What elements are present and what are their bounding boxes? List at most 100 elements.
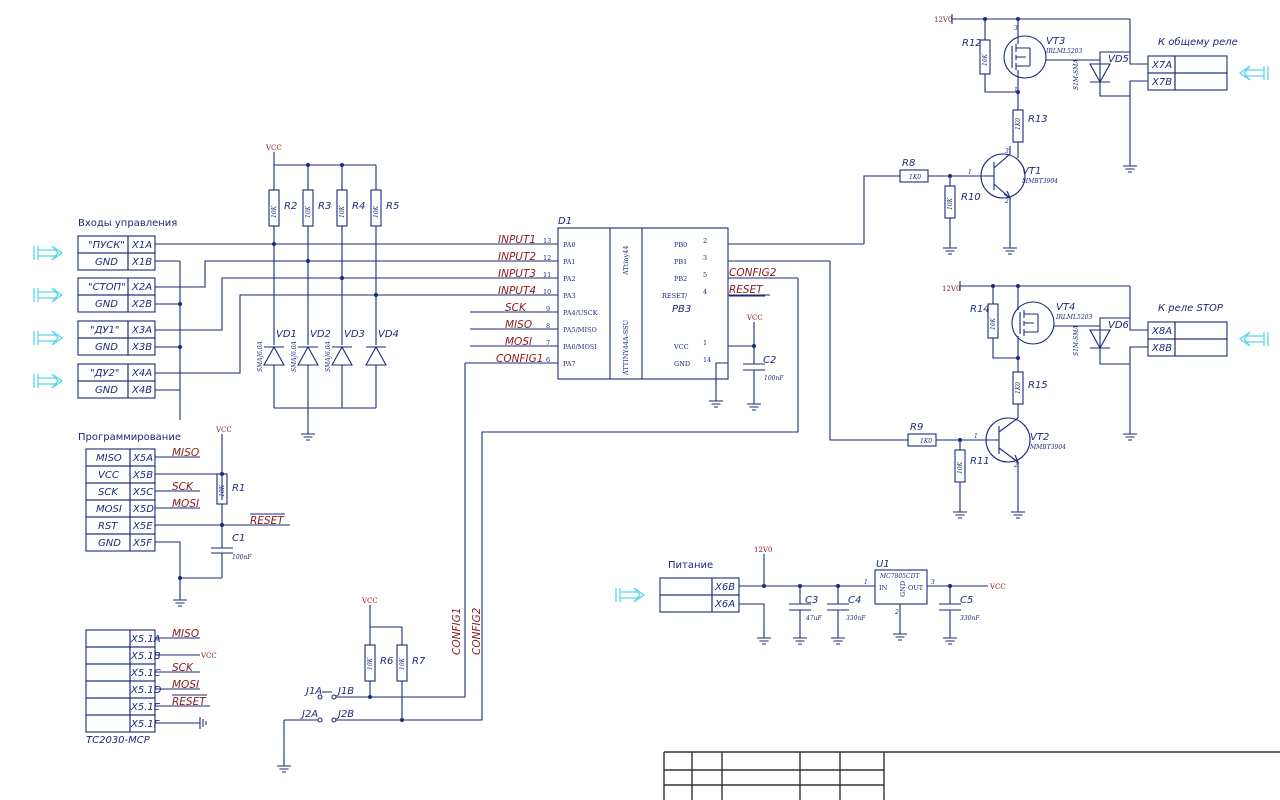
svg-text:J1B: J1B xyxy=(336,686,354,697)
svg-text:PA1: PA1 xyxy=(563,258,576,266)
svg-text:12: 12 xyxy=(543,254,551,262)
svg-text:PB1: PB1 xyxy=(674,258,687,266)
svg-text:1K0: 1K0 xyxy=(909,174,921,181)
svg-text:GND: GND xyxy=(899,581,907,597)
svg-text:PB3: PB3 xyxy=(672,304,691,315)
title-block xyxy=(663,751,1280,800)
svg-text:GND: GND xyxy=(95,299,118,310)
svg-text:1: 1 xyxy=(864,579,868,586)
svg-text:"ПУСК": "ПУСК" xyxy=(88,240,125,251)
svg-text:GND: GND xyxy=(98,538,121,549)
svg-text:3: 3 xyxy=(1005,148,1009,155)
svg-text:X8A: X8A xyxy=(1151,326,1172,337)
svg-text:1: 1 xyxy=(974,433,978,440)
svg-text:2: 2 xyxy=(1013,462,1018,469)
svg-text:7: 7 xyxy=(546,339,550,347)
svg-text:MISO: MISO xyxy=(172,447,199,459)
config-jumpers: CONFIG1 CONFIG2 VCC 10K 10K R6 R7 J1A J1… xyxy=(276,278,799,773)
programming-header: Программирование xyxy=(78,432,181,443)
svg-text:VCC: VCC xyxy=(746,314,763,322)
svg-text:2: 2 xyxy=(894,609,899,616)
svg-text:10: 10 xyxy=(543,288,551,296)
svg-text:VD1: VD1 xyxy=(276,329,297,340)
svg-text:MOSI: MOSI xyxy=(505,336,532,348)
svg-text:X4A: X4A xyxy=(131,368,152,379)
svg-text:INPUT1: INPUT1 xyxy=(498,234,536,246)
svg-text:X5E: X5E xyxy=(132,521,153,532)
svg-text:VD3: VD3 xyxy=(344,329,365,340)
svg-text:SCK: SCK xyxy=(505,302,527,314)
svg-text:X5.1B: X5.1B xyxy=(130,651,161,662)
svg-text:X5A: X5A xyxy=(132,453,153,464)
svg-text:VD5: VD5 xyxy=(1108,54,1129,65)
svg-text:OUT: OUT xyxy=(908,584,924,592)
svg-text:2: 2 xyxy=(1004,198,1009,205)
svg-text:PA4/USCK: PA4/USCK xyxy=(563,309,598,317)
svg-text:MOSI: MOSI xyxy=(96,504,122,515)
svg-text:R14: R14 xyxy=(970,304,990,315)
svg-text:2: 2 xyxy=(703,237,707,245)
svg-text:R12: R12 xyxy=(962,38,982,49)
svg-text:1: 1 xyxy=(968,169,972,176)
svg-text:1: 1 xyxy=(703,339,707,347)
svg-text:R10: R10 xyxy=(961,192,981,203)
svg-text:3: 3 xyxy=(1014,25,1018,32)
pullup-resistor-bank: VCC 10K 10K 10K 10K R2 R3 R4 R5 VD1 VD2 … xyxy=(257,144,399,441)
svg-text:TC2030-MCP: TC2030-MCP xyxy=(86,735,151,746)
svg-text:INPUT2: INPUT2 xyxy=(498,251,536,263)
svg-text:1: 1 xyxy=(1014,87,1018,94)
svg-text:VCC: VCC xyxy=(989,583,1006,591)
svg-text:J2A: J2A xyxy=(300,709,318,720)
svg-text:IRLML5203: IRLML5203 xyxy=(1045,48,1082,55)
svg-text:VT4: VT4 xyxy=(1056,302,1075,313)
svg-text:9: 9 xyxy=(546,305,550,313)
svg-text:47uF: 47uF xyxy=(805,615,822,622)
svg-text:X5F: X5F xyxy=(132,538,152,549)
r4-label: R4 xyxy=(352,201,365,212)
svg-text:C5: C5 xyxy=(960,595,973,606)
svg-text:PA6/MOSI: PA6/MOSI xyxy=(563,343,597,351)
svg-text:C3: C3 xyxy=(805,595,818,606)
svg-text:5: 5 xyxy=(703,271,707,279)
svg-text:CONFIG2: CONFIG2 xyxy=(471,607,483,655)
svg-text:RESET: RESET xyxy=(250,515,285,527)
mcu-d1: D1 ATtiny44 ATTINY44A-SSU PA0 PA1 PA2 PA… xyxy=(465,216,864,411)
svg-text:SMAJ6.0A: SMAJ6.0A xyxy=(325,340,332,372)
svg-text:100nF: 100nF xyxy=(232,554,252,561)
svg-text:INPUT3: INPUT3 xyxy=(498,268,536,280)
svg-text:MISO: MISO xyxy=(96,453,122,464)
svg-text:IRLML5203: IRLML5203 xyxy=(1055,314,1092,321)
svg-text:RESET/: RESET/ xyxy=(662,292,688,300)
svg-text:GND: GND xyxy=(95,257,118,268)
svg-text:4: 4 xyxy=(703,288,707,296)
svg-text:X5.1F: X5.1F xyxy=(130,719,160,730)
svg-text:MOSI: MOSI xyxy=(172,498,199,510)
svg-text:PA7: PA7 xyxy=(563,360,576,368)
d1-ref: D1 xyxy=(558,216,572,227)
svg-text:PA5/MISO: PA5/MISO xyxy=(563,326,597,334)
svg-text:MMBT3904: MMBT3904 xyxy=(1029,444,1066,451)
svg-text:6: 6 xyxy=(546,356,550,364)
svg-text:IN: IN xyxy=(879,584,888,592)
svg-text:10K: 10K xyxy=(219,484,226,497)
svg-text:MC7805CDT: MC7805CDT xyxy=(879,573,920,580)
svg-text:MOSI: MOSI xyxy=(172,679,199,691)
svg-text:SCK: SCK xyxy=(172,481,194,493)
svg-text:GND: GND xyxy=(95,342,118,353)
common-relay-header: К общему реле xyxy=(1158,36,1238,48)
common-relay-driver: 12V0 10K R12 VT3 IRLML5203 3 1 VD5 S1M-S… xyxy=(863,14,1269,255)
svg-text:X5B: X5B xyxy=(132,470,153,481)
svg-text:X5.1C: X5.1C xyxy=(130,668,161,679)
svg-text:PB2: PB2 xyxy=(674,275,687,283)
svg-text:10K: 10K xyxy=(990,317,997,330)
svg-text:X8B: X8B xyxy=(1151,343,1172,354)
svg-text:10K: 10K xyxy=(271,205,278,218)
svg-text:VCC: VCC xyxy=(361,597,378,605)
svg-text:10K: 10K xyxy=(982,53,989,66)
svg-text:R9: R9 xyxy=(910,422,923,433)
svg-text:R7: R7 xyxy=(412,656,426,667)
svg-text:U1: U1 xyxy=(876,559,890,570)
svg-text:MISO: MISO xyxy=(172,628,199,640)
svg-text:VCC: VCC xyxy=(200,652,217,660)
